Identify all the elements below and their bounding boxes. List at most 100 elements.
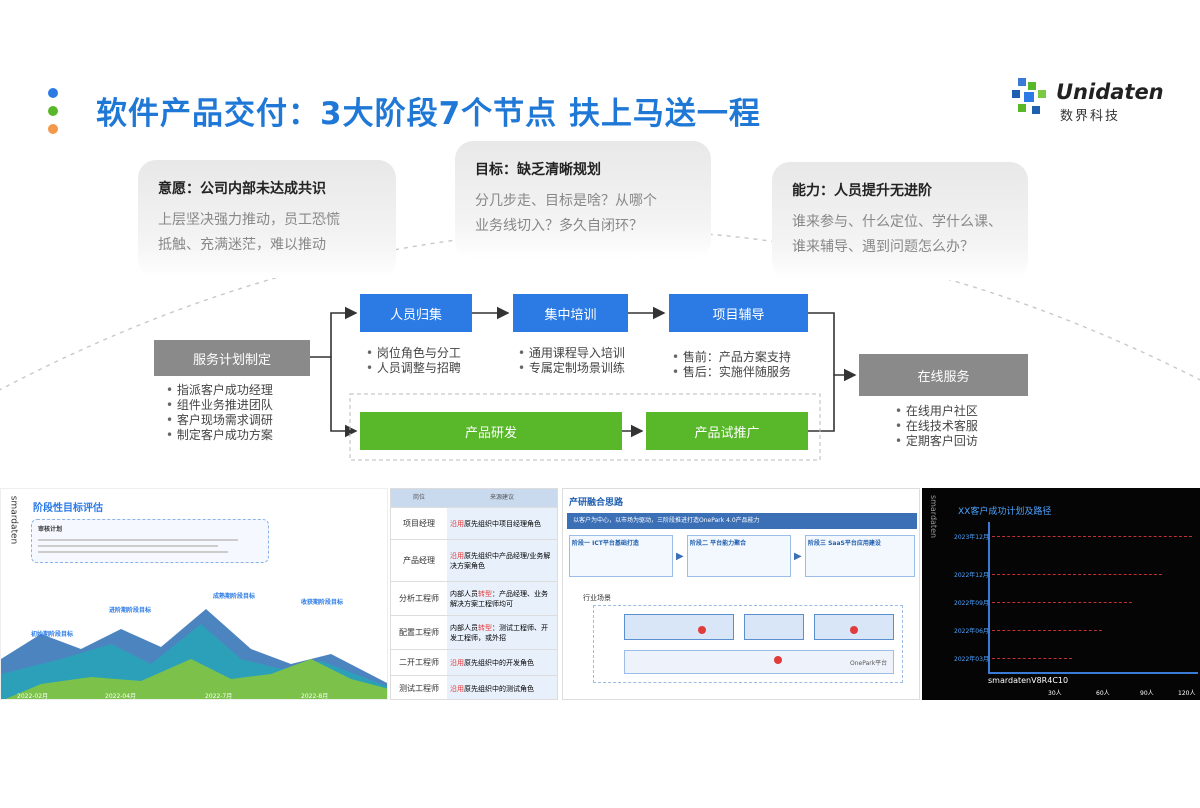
year-label: 2022年09月 xyxy=(954,600,989,607)
bullet-item: 指派客户成功经理 xyxy=(166,383,273,398)
x-tick: 30人 xyxy=(1048,690,1062,697)
x-tick: 120人 xyxy=(1178,690,1196,697)
training-box: 集中培训 xyxy=(513,294,628,332)
thumbnail-success-path: smardaten XX客户成功计划及路径 2023年12月 2022年12月 … xyxy=(922,488,1200,700)
banner-text: 以客户为中心，以市场为驱动，三阶段推进打造OnePark 4.0产品能力 xyxy=(573,517,760,524)
bullet-item: 组件业务推进团队 xyxy=(166,398,273,413)
architecture-diagram: OnePark平台 xyxy=(593,605,903,683)
bullet-item: 售后：实施伴随服务 xyxy=(672,365,791,380)
bullet-item: 制定客户成功方案 xyxy=(166,428,273,443)
role-cell: 配置工程师 xyxy=(399,628,439,637)
thumbnail-stage-goals: smardaten 阶段性目标评估 审核计划 初始期阶段目标 进阶期阶段目标 成… xyxy=(0,488,388,700)
role-cell: 分析工程师 xyxy=(399,594,439,603)
box-label: 产品研发 xyxy=(464,425,517,441)
vertical-logo: smardaten xyxy=(929,494,939,539)
bullet-item: 在线用户社区 xyxy=(895,404,978,419)
bullet-item: 客户现场需求调研 xyxy=(166,413,273,428)
cell-highlight: 沿用 xyxy=(450,519,464,528)
recruit-box: 人员归集 xyxy=(360,294,472,332)
bullet-dot-blue xyxy=(48,88,58,98)
bullet-item: 人员调整与招聘 xyxy=(366,361,461,376)
bullet-dot-green xyxy=(48,106,58,116)
cell-highlight: 沿用 xyxy=(450,684,464,693)
phase-label: 阶段一 ICT平台基础打造 xyxy=(572,540,639,547)
card-line: 谁来参与、什么定位、学什么课、 xyxy=(792,214,1002,230)
service-plan-box: 服务计划制定 xyxy=(154,340,310,376)
phase-card: 阶段二 平台能力聚合 xyxy=(687,535,791,577)
stage-label: 收获期阶段目标 xyxy=(301,599,344,606)
banner: 以客户为中心，以市场为驱动，三阶段推进打造OnePark 4.0产品能力 xyxy=(567,513,917,529)
year-label: 2023年12月 xyxy=(954,534,989,541)
stage-label: 初始期阶段目标 xyxy=(31,631,74,638)
phase-card: 阶段一 ICT平台基础打造 xyxy=(569,535,673,577)
stage-label: 成熟期阶段目标 xyxy=(213,593,256,600)
box-label: 集中培训 xyxy=(544,307,597,323)
cell-post: 原先组织中的测试角色 xyxy=(464,684,534,693)
cell-post: ：测试工程师、开发工程师，或外招 xyxy=(450,623,548,642)
card-line: 抵触、充满迷茫，难以推动 xyxy=(158,237,326,253)
cell-post: 原先组织中的开发角色 xyxy=(464,658,534,667)
bullet-item: 定期客户回访 xyxy=(895,434,978,449)
row-label: 行业场景 xyxy=(583,594,611,602)
card-line: 上层坚决强力推动，员工恐慌 xyxy=(158,212,340,228)
plan-box: 审核计划 xyxy=(31,519,269,563)
training-bullets: 通用课程导入培训 专属定制场景训练 xyxy=(518,346,625,376)
online-service-bullets: 在线用户社区 在线技术客服 定期客户回访 xyxy=(895,404,978,449)
version-label: smardatenV8R4C10 xyxy=(988,676,1069,685)
cell-highlight: 沿用 xyxy=(450,551,464,560)
role-cell: 项目经理 xyxy=(403,519,435,528)
cell-highlight: 沿用 xyxy=(450,658,464,667)
phase-card: 阶段三 SaaS平台应用建设 xyxy=(805,535,915,577)
vertical-logo: smardaten xyxy=(8,495,19,545)
card-heading: 目标：缺乏清晰规划 xyxy=(475,162,601,178)
bullet-item: 售前：产品方案支持 xyxy=(672,350,791,365)
online-service-box: 在线服务 xyxy=(859,354,1028,396)
page-title: 软件产品交付：3大阶段7个节点 扶上马送一程 xyxy=(96,96,761,132)
thumb-title: 产研融合思路 xyxy=(569,498,624,508)
pain-card-goal: 目标：缺乏清晰规划 分几步走、目标是啥？从哪个 业务线切入？多久自闭环？ xyxy=(455,141,711,259)
pain-card-willingness: 意愿：公司内部未达成共识 上层坚决强力推动，员工恐慌 抵触、充满迷茫，难以推动 xyxy=(138,160,396,278)
service-plan-bullets: 指派客户成功经理 组件业务推进团队 客户现场需求调研 制定客户成功方案 xyxy=(166,383,273,443)
stage-label: 进阶期阶段目标 xyxy=(109,607,152,614)
cell-post: ：产品经理、业务解决方案工程师均可 xyxy=(450,589,548,608)
table-row: 分析工程师 内部人员转型：产品经理、业务解决方案工程师均可 xyxy=(391,581,557,615)
date-label: 2022-04月 xyxy=(105,693,137,700)
recruit-bullets: 岗位角色与分工 人员调整与招聘 xyxy=(366,346,461,376)
table-header: 岗位 xyxy=(412,494,425,501)
x-axis xyxy=(988,672,1198,674)
thumb-title: XX客户成功计划及路径 xyxy=(958,507,1052,517)
logo-subtitle: 数界科技 xyxy=(1060,109,1121,124)
brand-label: OnePark平台 xyxy=(850,660,888,667)
mountain-graphic xyxy=(1,609,387,699)
box-label: 项目辅导 xyxy=(712,307,765,323)
year-label: 2022年12月 xyxy=(954,572,989,579)
pain-card-capability: 能力：人员提升无进阶 谁来参与、什么定位、学什么课、 谁来辅导、遇到问题怎么办？ xyxy=(772,162,1028,280)
trial-box: 产品试推广 xyxy=(646,412,808,450)
role-cell: 二开工程师 xyxy=(399,658,439,667)
box-label: 在线服务 xyxy=(917,369,970,385)
role-cell: 产品经理 xyxy=(403,556,435,565)
table-row: 配置工程师 内部人员转型：测试工程师、开发工程师，或外招 xyxy=(391,615,557,649)
coaching-bullets: 售前：产品方案支持 售后：实施伴随服务 xyxy=(672,350,791,380)
bullet-item: 通用课程导入培训 xyxy=(518,346,625,361)
date-label: 2022-8月 xyxy=(301,693,329,700)
plan-label: 审核计划 xyxy=(38,526,63,533)
box-label: 人员归集 xyxy=(389,307,442,323)
card-heading: 能力：人员提升无进阶 xyxy=(792,183,932,199)
bullet-item: 在线技术客服 xyxy=(895,419,978,434)
table-row: 二开工程师 沿用原先组织中的开发角色 xyxy=(391,649,557,675)
card-line: 分几步走、目标是啥？从哪个 xyxy=(475,193,657,209)
bullet-item: 专属定制场景训练 xyxy=(518,361,625,376)
phase-arrow-icon: ▶ xyxy=(676,551,684,562)
card-line: 业务线切入？多久自闭环？ xyxy=(475,218,643,234)
flow-connectors xyxy=(310,306,857,461)
phase-label: 阶段二 平台能力聚合 xyxy=(690,540,747,547)
cell-post: 原先组织中项目经理角色 xyxy=(464,519,541,528)
phase-arrow-icon: ▶ xyxy=(794,551,802,562)
logo-icon xyxy=(1012,78,1046,114)
phase-label: 阶段三 SaaS平台应用建设 xyxy=(808,540,881,547)
date-label: 2022-02月 xyxy=(17,693,49,700)
coaching-box: 项目辅导 xyxy=(669,294,808,332)
box-label: 服务计划制定 xyxy=(192,352,271,368)
